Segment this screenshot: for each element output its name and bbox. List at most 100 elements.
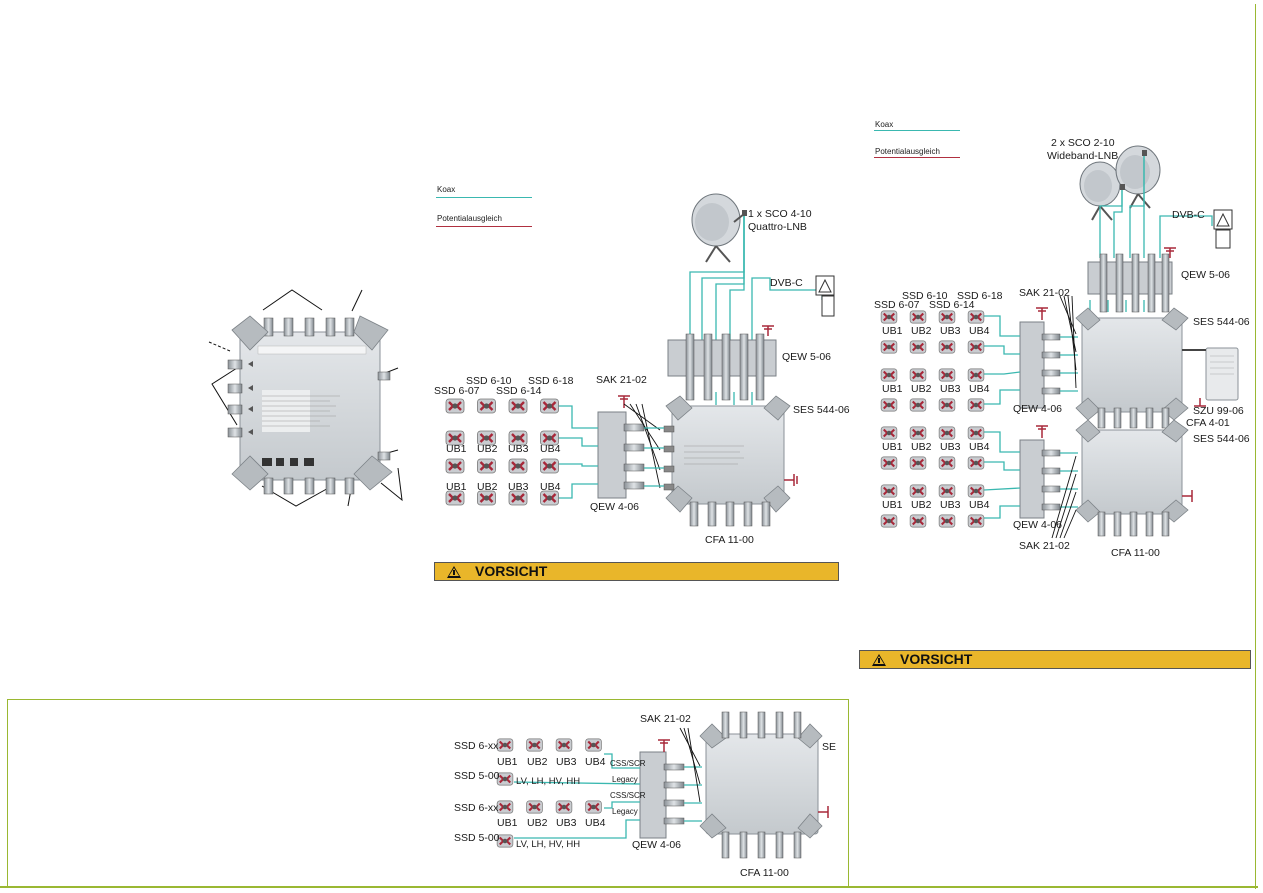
ssd-receiver-icon <box>476 458 497 474</box>
ssd-receiver-icon <box>967 398 985 412</box>
ssd-receiver-icon <box>539 490 560 506</box>
d1-ssd1-label: SSD 6-07 <box>434 385 480 397</box>
ssd-receiver-icon <box>909 514 927 528</box>
ssd-receiver-icon <box>967 514 985 528</box>
ssd-receiver-icon <box>967 310 985 324</box>
d3-legacy-label-2: Legacy <box>612 807 638 816</box>
ssd-receiver-icon <box>938 340 956 354</box>
d2-ub-label: UB4 <box>969 325 990 337</box>
d3-css-label-1: CSS/SCR <box>610 759 646 768</box>
legend-koax-line <box>436 197 532 199</box>
d2-qew4-top-label: QEW 4-06 <box>1013 403 1063 415</box>
ssd-receiver-icon <box>938 456 956 470</box>
d1-qew4-label: QEW 4-06 <box>590 501 640 513</box>
ssd-receiver-icon <box>909 456 927 470</box>
d3-ub3b-label: UB3 <box>556 817 577 829</box>
d2-cfa4-label: CFA 4-01 <box>1186 417 1230 429</box>
d2-ub-label: UB3 <box>940 499 961 511</box>
d2-ub-label: UB3 <box>940 441 961 453</box>
d1-qew5-label: QEW 5-06 <box>782 351 832 363</box>
d1-cfa-label: CFA 11-00 <box>705 534 754 546</box>
d2-lnb-type-label: Wideband-LNB <box>1047 150 1119 162</box>
d3-ub1-label: UB1 <box>497 756 518 768</box>
legend2-potential-line <box>874 157 960 159</box>
d2-cfa-label: CFA 11-00 <box>1111 547 1160 559</box>
d2-ub-label: UB2 <box>911 383 932 395</box>
legend2-potential-label: Potentialausgleich <box>875 147 940 156</box>
ssd-receiver-icon <box>476 398 497 414</box>
d3-ssd6xx-label-2: SSD 6-xx <box>454 802 499 814</box>
legend2-koax-line <box>874 130 960 132</box>
legend-potential-label: Potentialausgleich <box>437 214 502 223</box>
d1-ub4-label: UB4 <box>540 443 561 455</box>
page-frame-right <box>1255 4 1256 889</box>
ssd-receiver-icon <box>938 426 956 440</box>
d1-ssd4-label: SSD 6-18 <box>528 375 574 387</box>
ssd-receiver-icon <box>508 490 528 506</box>
d1-lnb-type-label: Quattro-LNB <box>748 221 807 233</box>
d2-ssd2-label: SSD 6-10 <box>902 290 948 302</box>
d3-legacy-bands-2: LV, LH, HV, HH <box>516 839 581 850</box>
ssd-receiver-icon <box>909 368 927 382</box>
bottom-section-frame <box>7 699 849 887</box>
d1-sak-label: SAK 21-02 <box>596 374 647 386</box>
ssd-receiver-icon <box>880 310 898 324</box>
ssd-receiver-icon <box>967 456 985 470</box>
ssd-receiver-icon <box>909 484 927 498</box>
ssd-receiver-icon <box>445 458 465 474</box>
ssd-receiver-icon <box>445 490 465 506</box>
ssd-receiver-icon <box>909 398 927 412</box>
ssd-receiver-icon <box>445 398 465 414</box>
d2-szu-label: SZU 99-06 <box>1193 405 1244 417</box>
d1-dvbc-label: DVB-C <box>770 277 803 289</box>
ssd-receiver-icon <box>880 456 898 470</box>
d1-ub1b-label: UB1 <box>446 481 467 493</box>
d3-ub4-label: UB4 <box>585 756 606 768</box>
d2-ub-label: UB1 <box>882 325 903 337</box>
d3-ses-partial-label: SE <box>822 741 837 753</box>
d2-ub-label: UB2 <box>911 441 932 453</box>
d1-ub2b-label: UB2 <box>477 481 498 493</box>
ssd-receiver-icon <box>880 514 898 528</box>
d1-ub2-label: UB2 <box>477 443 498 455</box>
d2-lnb-label: 2 x SCO 2-10 <box>1051 137 1115 149</box>
ssd-receiver-icon <box>476 490 497 506</box>
ssd-receiver-icon <box>938 514 956 528</box>
ssd-receiver-icon <box>938 310 956 324</box>
d3-ub3-label: UB3 <box>556 756 577 768</box>
d3-sak-label: SAK 21-02 <box>640 713 691 725</box>
d2-ub-label: UB4 <box>969 441 990 453</box>
d3-ub2-label: UB2 <box>527 756 548 768</box>
ssd-receiver-icon <box>909 426 927 440</box>
ssd-receiver-icon <box>539 398 560 414</box>
d2-ub-label: UB2 <box>911 325 932 337</box>
d1-ub3-label: UB3 <box>508 443 529 455</box>
d2-ub-label: UB1 <box>882 383 903 395</box>
d2-ses-bottom-label: SES 544-06 <box>1193 433 1250 445</box>
d2-ssd1-label: SSD 6-07 <box>874 299 920 311</box>
d2-dvbc-label: DVB-C <box>1172 209 1205 221</box>
d2-ub-label: UB3 <box>940 383 961 395</box>
d1-lnb-label: 1 x SCO 4-10 <box>748 208 812 220</box>
d2-ub-label: UB1 <box>882 499 903 511</box>
d3-ub1b-label: UB1 <box>497 817 518 829</box>
ssd-receiver-icon <box>880 484 898 498</box>
d1-ssd3-label: SSD 6-14 <box>496 385 542 397</box>
ssd-receiver-icon <box>909 340 927 354</box>
warning-banner-2: VORSICHT <box>859 650 1251 669</box>
d1-ssd2-label: SSD 6-10 <box>466 375 512 387</box>
warning-label: VORSICHT <box>475 563 548 579</box>
d2-qew4-bottom-label: QEW 4-06 <box>1013 519 1063 531</box>
ssd-receiver-icon <box>909 310 927 324</box>
d2-ssd3-label: SSD 6-14 <box>929 299 975 311</box>
ssd-receiver-icon <box>880 368 898 382</box>
ssd-receiver-icon <box>880 340 898 354</box>
page-frame-bottom <box>0 886 1258 888</box>
ssd-receiver-icon <box>967 368 985 382</box>
d2-sak-top-label: SAK 21-02 <box>1019 287 1070 299</box>
ssd-receiver-icon <box>508 398 528 414</box>
d3-cfa-label: CFA 11-00 <box>740 867 789 879</box>
legend-koax-label: Koax <box>437 185 456 194</box>
ssd-receiver-icon <box>938 368 956 382</box>
ssd-receiver-icon <box>539 458 560 474</box>
